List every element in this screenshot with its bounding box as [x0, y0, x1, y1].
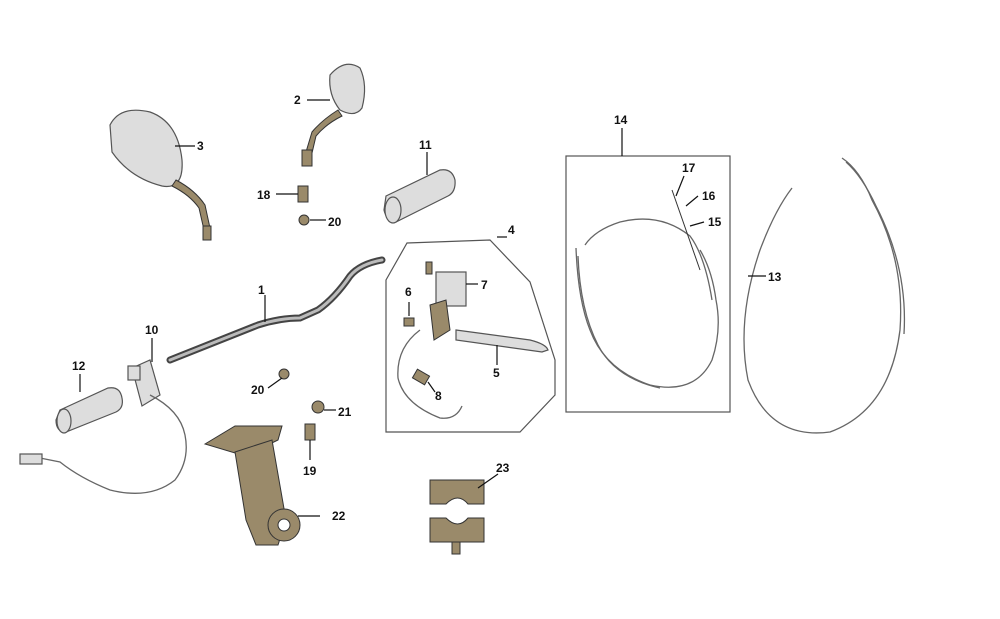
- callout-11: 11: [419, 138, 432, 152]
- callout-22: 22: [332, 509, 346, 523]
- clutch-cable: [575, 247, 719, 388]
- bolt-19: [304, 423, 316, 441]
- switch-8: [411, 368, 431, 386]
- callout-23: 23: [496, 461, 510, 475]
- nut-20-lower: [278, 368, 290, 380]
- throttle-housing-10: [127, 359, 161, 407]
- nut-20-upper: [298, 214, 310, 226]
- bolt-6: [403, 317, 415, 327]
- callout-7: 7: [481, 278, 488, 292]
- grip-right: [383, 169, 456, 224]
- callout-14: 14: [614, 113, 628, 127]
- callout-21: 21: [338, 405, 352, 419]
- callout-18: 18: [257, 188, 271, 202]
- callout-10: 10: [145, 323, 159, 337]
- callout-16: 16: [702, 189, 716, 203]
- mirror-adapter-18: [297, 185, 309, 203]
- callout-5: 5: [493, 366, 500, 380]
- callout-20-lower: 20: [251, 383, 265, 397]
- callout-20-upper: 20: [328, 215, 342, 229]
- brake-lever-5: [455, 329, 549, 353]
- callout-17: 17: [682, 161, 696, 175]
- callout-6: 6: [405, 285, 412, 299]
- callout-2: 2: [294, 93, 301, 107]
- callout-19: 19: [303, 464, 317, 478]
- mirror-small: [301, 63, 366, 167]
- callout-8: 8: [435, 389, 442, 403]
- throttle-wire: [39, 394, 187, 494]
- handlebar-clamp-23: [429, 479, 485, 555]
- mirror-large: [109, 109, 212, 241]
- brake-hose: [397, 329, 463, 419]
- stem-bracket-22: [203, 425, 301, 546]
- callout-3: 3: [197, 139, 204, 153]
- lever-group-4: [385, 239, 556, 433]
- long-cable-13: [743, 157, 902, 434]
- master-cylinder-7: [425, 261, 467, 341]
- grip-left-12: [55, 387, 123, 434]
- cable-group-14: [565, 155, 731, 413]
- bolt-21: [311, 400, 325, 414]
- callout-1: 1: [258, 283, 265, 297]
- callout-12: 12: [72, 359, 86, 373]
- callout-4: 4: [508, 223, 515, 237]
- callout-15: 15: [708, 215, 722, 229]
- callout-13: 13: [768, 270, 782, 284]
